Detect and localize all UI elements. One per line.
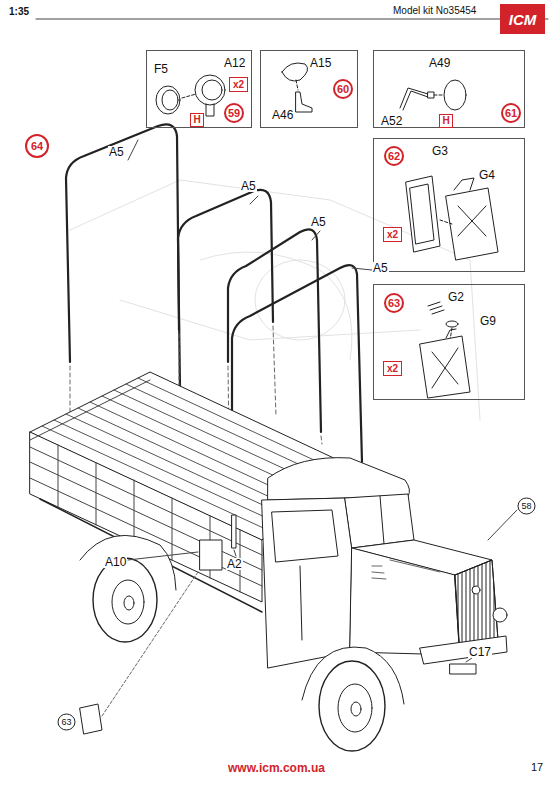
marker-text: H — [442, 116, 449, 126]
header-text: 1:35 — [8, 7, 30, 17]
part-label: A10 — [104, 556, 127, 568]
callout-text: 64 — [31, 141, 43, 152]
part-label: A5 — [240, 180, 257, 192]
part-label: G9 — [479, 315, 497, 327]
step-box: A49A52 H 61 — [373, 50, 525, 128]
step-box: A15A46 60 — [260, 50, 358, 128]
website-url: www.icm.com.ua — [227, 762, 326, 774]
logo-box: ICM — [500, 4, 545, 34]
marker-box: H — [190, 113, 204, 127]
part-label: A5 — [108, 146, 125, 158]
part-label: G3 — [431, 145, 449, 157]
marker-text: x2 — [387, 364, 398, 374]
step-box: F5 A12 59 x2H — [146, 50, 252, 128]
step-number: 63 — [383, 292, 405, 314]
marker-box: x2 — [229, 77, 248, 92]
callout-text: 58 — [521, 502, 531, 511]
marker-text: x2 — [233, 80, 244, 90]
part-label: A12 — [223, 57, 246, 69]
part-label: A2 — [226, 558, 243, 570]
step-number: 60 — [332, 78, 354, 100]
part-label: A49 — [428, 57, 451, 69]
callout-text: 62 — [388, 151, 400, 162]
header-text: Model kit No35454 — [392, 6, 477, 16]
part-label: F5 — [153, 63, 169, 75]
callout-number: 58 — [517, 497, 536, 515]
marker-text: H — [193, 115, 200, 125]
callout-text: 60 — [337, 84, 349, 95]
callout-text: 61 — [505, 108, 517, 119]
part-label: G2 — [447, 291, 465, 303]
step-number: 62 — [383, 145, 405, 167]
part-label: C17 — [468, 646, 492, 658]
step-box: G2G9 63 x2 — [373, 284, 525, 400]
step-number: 59 — [223, 102, 245, 124]
callout-number: 63 — [57, 713, 76, 731]
callout-text: 59 — [228, 108, 240, 119]
part-label: G4 — [478, 169, 496, 181]
step-number: 64 — [24, 133, 50, 159]
part-label: A15 — [309, 57, 332, 69]
marker-box: H — [439, 114, 453, 128]
step-number: 61 — [500, 102, 522, 124]
part-label: A5 — [372, 262, 389, 274]
callout-text: 63 — [61, 718, 71, 727]
marker-box: x2 — [383, 227, 402, 242]
part-label: A52 — [380, 115, 403, 127]
step-box: G3G4 62 x2 — [373, 138, 525, 272]
marker-text: x2 — [387, 230, 398, 240]
marker-box: x2 — [383, 361, 402, 376]
brand-logo: ICM — [509, 12, 537, 27]
callout-text: 63 — [388, 298, 400, 309]
part-label: A5 — [310, 216, 327, 228]
page-number: 17 — [530, 762, 544, 773]
part-label: A46 — [271, 109, 294, 121]
